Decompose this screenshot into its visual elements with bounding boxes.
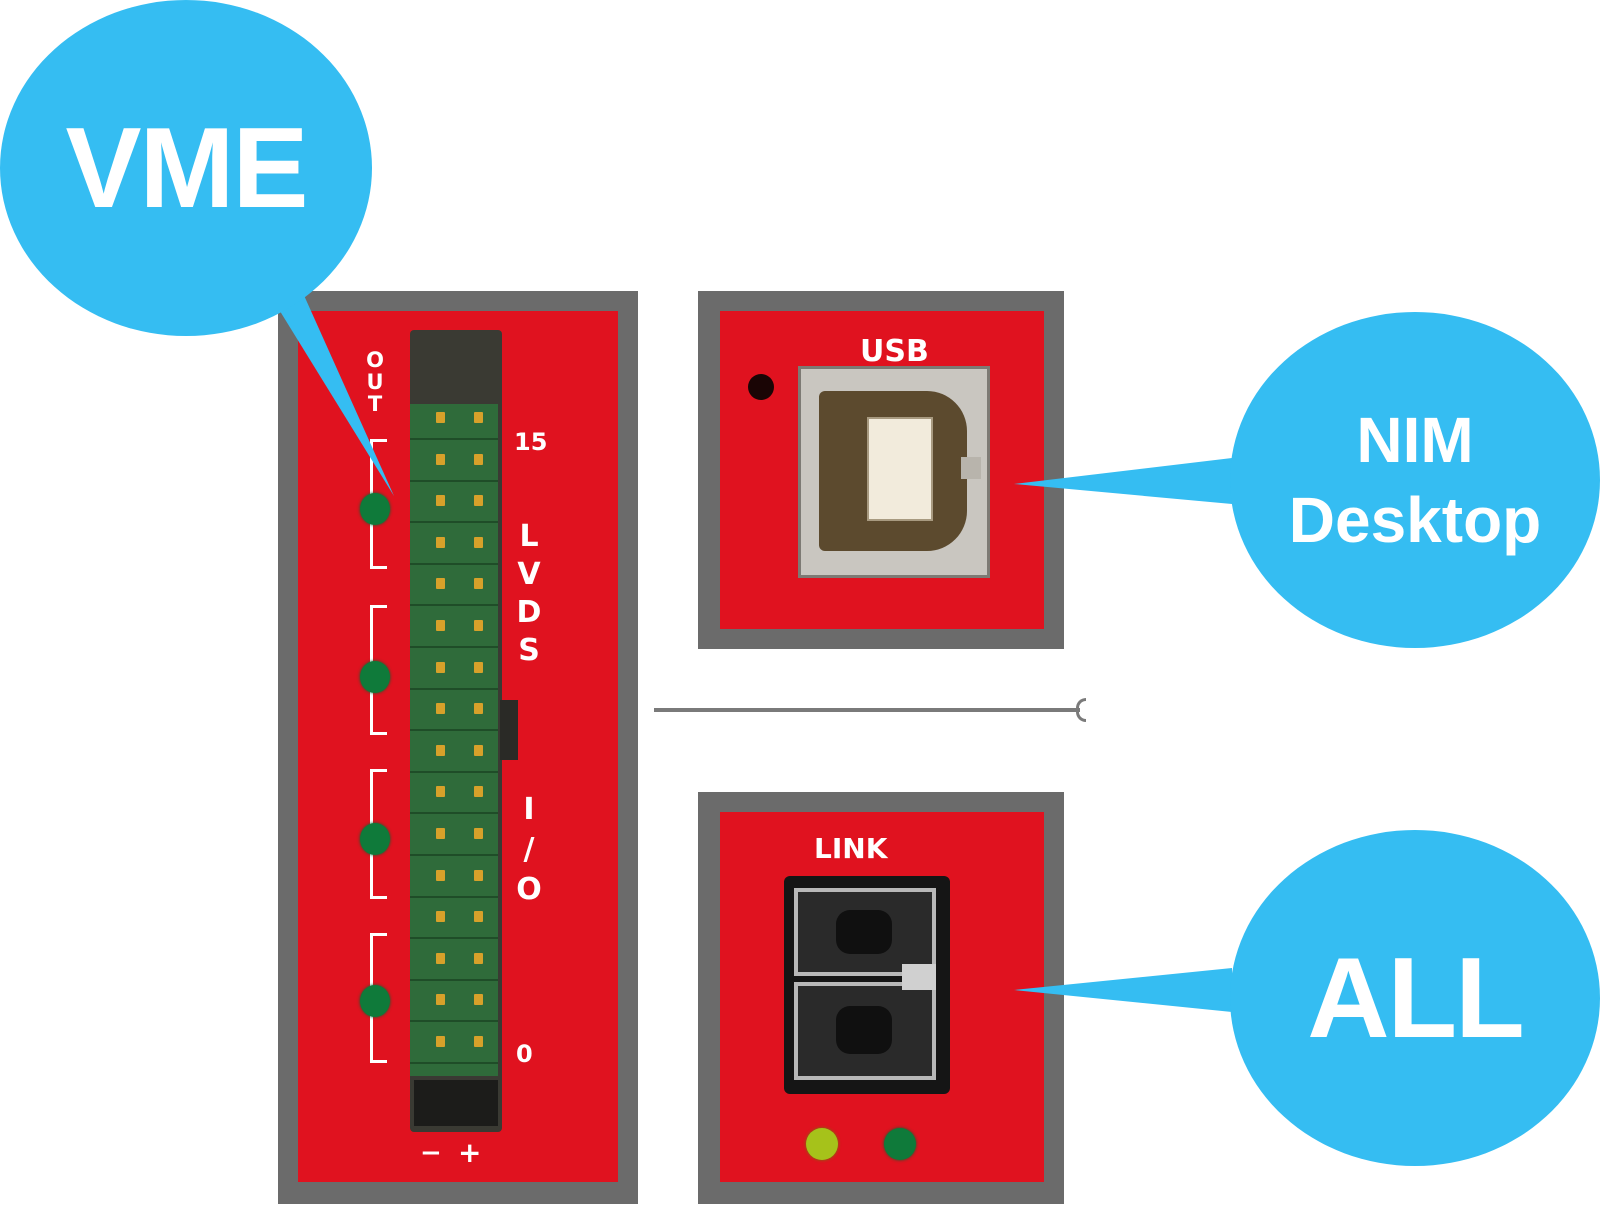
vertical-letter: / <box>523 832 535 867</box>
connector-pin <box>474 994 483 1006</box>
connector-pin <box>436 1036 445 1047</box>
vertical-letter: S <box>518 633 540 668</box>
connector-pin <box>474 412 483 423</box>
connector-pin <box>436 994 445 1006</box>
connector-pin-row <box>410 606 498 648</box>
lvds-connector-body <box>410 404 498 1076</box>
connector-pin-row <box>410 398 498 440</box>
panel-screw-hole <box>748 374 774 400</box>
connector-pin <box>474 620 483 631</box>
vertical-letter: I <box>523 792 535 827</box>
connector-bottom-slot <box>414 1080 498 1126</box>
channel-index-top: 15 <box>514 428 548 456</box>
status-led <box>360 661 390 693</box>
connector-pin <box>436 952 445 964</box>
connector-pin <box>474 952 483 964</box>
connector-pin-row <box>410 939 498 981</box>
connector-pin <box>474 578 483 590</box>
vertical-letter: O <box>516 872 542 907</box>
connector-pin <box>436 828 445 839</box>
connector-pin-row <box>410 564 498 607</box>
connector-pin-row <box>410 689 498 732</box>
vme-callout: VME <box>0 0 372 336</box>
vertical-letter: O <box>366 348 384 372</box>
connector-pin <box>436 661 445 673</box>
connector-pin-row <box>410 440 498 482</box>
connector-pin <box>436 620 445 631</box>
polarity-plus: + <box>458 1136 482 1169</box>
usb-b-port-icon <box>798 366 990 578</box>
connector-pin <box>436 412 445 423</box>
connector-latch <box>500 700 518 760</box>
all-callout-text: ALL <box>1307 934 1525 1062</box>
vertical-letter: T <box>367 392 383 416</box>
connector-pin <box>436 869 445 881</box>
connector-pin <box>474 453 483 465</box>
nim-desktop-callout: NIM Desktop <box>1230 312 1600 648</box>
status-led <box>360 823 390 855</box>
connector-pin <box>474 1036 483 1047</box>
vertical-letter: D <box>516 595 542 630</box>
connector-pin <box>474 911 483 923</box>
nim-callout-text: NIM <box>1356 404 1474 476</box>
connector-pin <box>474 744 483 756</box>
vertical-letter: V <box>517 557 541 592</box>
connector-pin <box>436 703 445 715</box>
connector-pin-row <box>410 731 498 773</box>
connector-pin <box>474 495 483 507</box>
vme-callout-text: VME <box>65 104 308 232</box>
connector-pin <box>474 869 483 881</box>
nim-desktop-callout-pointer <box>1014 458 1232 504</box>
connector-pin <box>474 661 483 673</box>
connector-pin <box>436 578 445 590</box>
vertical-letter: L <box>519 519 539 554</box>
connector-pin-row <box>410 814 498 856</box>
connector-pin <box>474 828 483 839</box>
connector-pin <box>474 703 483 715</box>
link-led-green <box>884 1128 916 1160</box>
all-callout: ALL <box>1230 830 1600 1166</box>
connector-pin-row <box>410 856 498 898</box>
separator-line <box>654 708 1080 712</box>
all-callout-pointer <box>1014 968 1232 1012</box>
channel-index-bottom: 0 <box>516 1040 533 1068</box>
optical-link-port-icon <box>784 876 950 1094</box>
status-led <box>360 985 390 1017</box>
vertical-letter: U <box>366 370 384 394</box>
connector-pin <box>436 786 445 798</box>
io-label: I / O <box>514 790 544 910</box>
status-led <box>360 493 390 525</box>
link-label: LINK <box>814 832 888 865</box>
connector-pin-row <box>410 980 498 1023</box>
polarity-minus: − <box>420 1138 442 1168</box>
connector-pin-row <box>410 481 498 524</box>
connector-pin <box>436 744 445 756</box>
connector-pin <box>436 911 445 923</box>
connector-pin-row <box>410 772 498 815</box>
link-led-yellow <box>806 1128 838 1160</box>
desktop-callout-text: Desktop <box>1288 484 1542 556</box>
connector-pin-row <box>410 523 498 565</box>
connector-pin <box>436 495 445 507</box>
connector-pin-row <box>410 1022 498 1064</box>
connector-pin <box>436 536 445 548</box>
connector-pin <box>436 453 445 465</box>
usb-label: USB <box>860 334 929 369</box>
connector-pin <box>474 786 483 798</box>
vme-callout-pointer <box>262 282 394 496</box>
connector-pin <box>474 536 483 548</box>
separator-end-cap <box>1076 698 1086 722</box>
connector-pin-row <box>410 648 498 690</box>
connector-pin-row <box>410 897 498 940</box>
